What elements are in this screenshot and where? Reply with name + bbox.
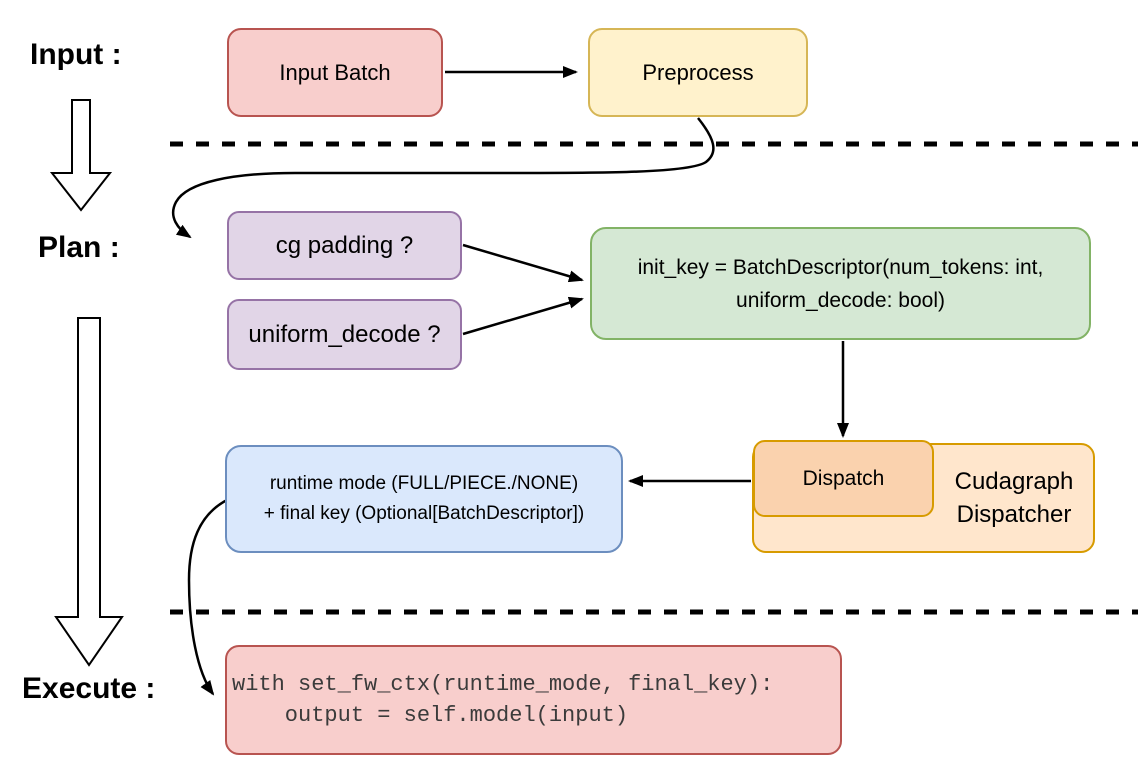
node-uniform-decode: uniform_decode ? [227, 299, 462, 370]
arrow-preprocess-to-cg-padding [171, 117, 715, 239]
cudagraph-dispatcher-label-line2: Dispatcher [956, 501, 1072, 528]
node-cg-padding-label: cg padding ? [275, 231, 414, 259]
stage-arrow-plan-to-execute-icon [54, 317, 124, 667]
stage-label-input: Input : [30, 38, 122, 71]
node-init-key-line2: uniform_decode: bool) [736, 288, 945, 312]
node-runtime-mode: runtime mode (FULL/PIECE./NONE) + final … [225, 445, 623, 553]
node-dispatch: Dispatch [753, 440, 934, 517]
node-runtime-mode-line1: runtime mode (FULL/PIECE./NONE) [269, 473, 579, 494]
node-dispatch-label: Dispatch [802, 466, 885, 490]
arrow-cg-padding-to-init-key [462, 243, 584, 283]
arrow-runtime-mode-to-execute-code [187, 497, 230, 696]
stage-label-plan: Plan : [38, 231, 120, 264]
node-input-batch: Input Batch [227, 28, 443, 117]
stage-arrow-input-to-plan-icon [49, 99, 113, 212]
node-execute-code: with set_fw_ctx(runtime_mode, final_key)… [225, 645, 842, 755]
node-input-batch-label: Input Batch [279, 59, 391, 85]
execute-code-line2: output = self.model(input) [232, 703, 629, 728]
cudagraph-dispatcher-label-line1: Cudagraph [954, 468, 1074, 495]
stage-label-execute: Execute : [22, 672, 156, 705]
node-init-key: init_key = BatchDescriptor(num_tokens: i… [590, 227, 1091, 340]
node-preprocess-label: Preprocess [642, 59, 754, 85]
execute-code-line1: with set_fw_ctx(runtime_mode, final_key)… [232, 672, 774, 697]
node-runtime-mode-line2: + final key (Optional[BatchDescriptor]) [263, 503, 585, 524]
node-init-key-line1: init_key = BatchDescriptor(num_tokens: i… [637, 255, 1044, 279]
node-uniform-decode-label: uniform_decode ? [248, 320, 441, 348]
node-cg-padding: cg padding ? [227, 211, 462, 280]
cudagraph-dispatcher-label: Cudagraph Dispatcher [935, 465, 1093, 531]
node-preprocess: Preprocess [588, 28, 808, 117]
arrow-uniform-decode-to-init-key [462, 296, 584, 336]
